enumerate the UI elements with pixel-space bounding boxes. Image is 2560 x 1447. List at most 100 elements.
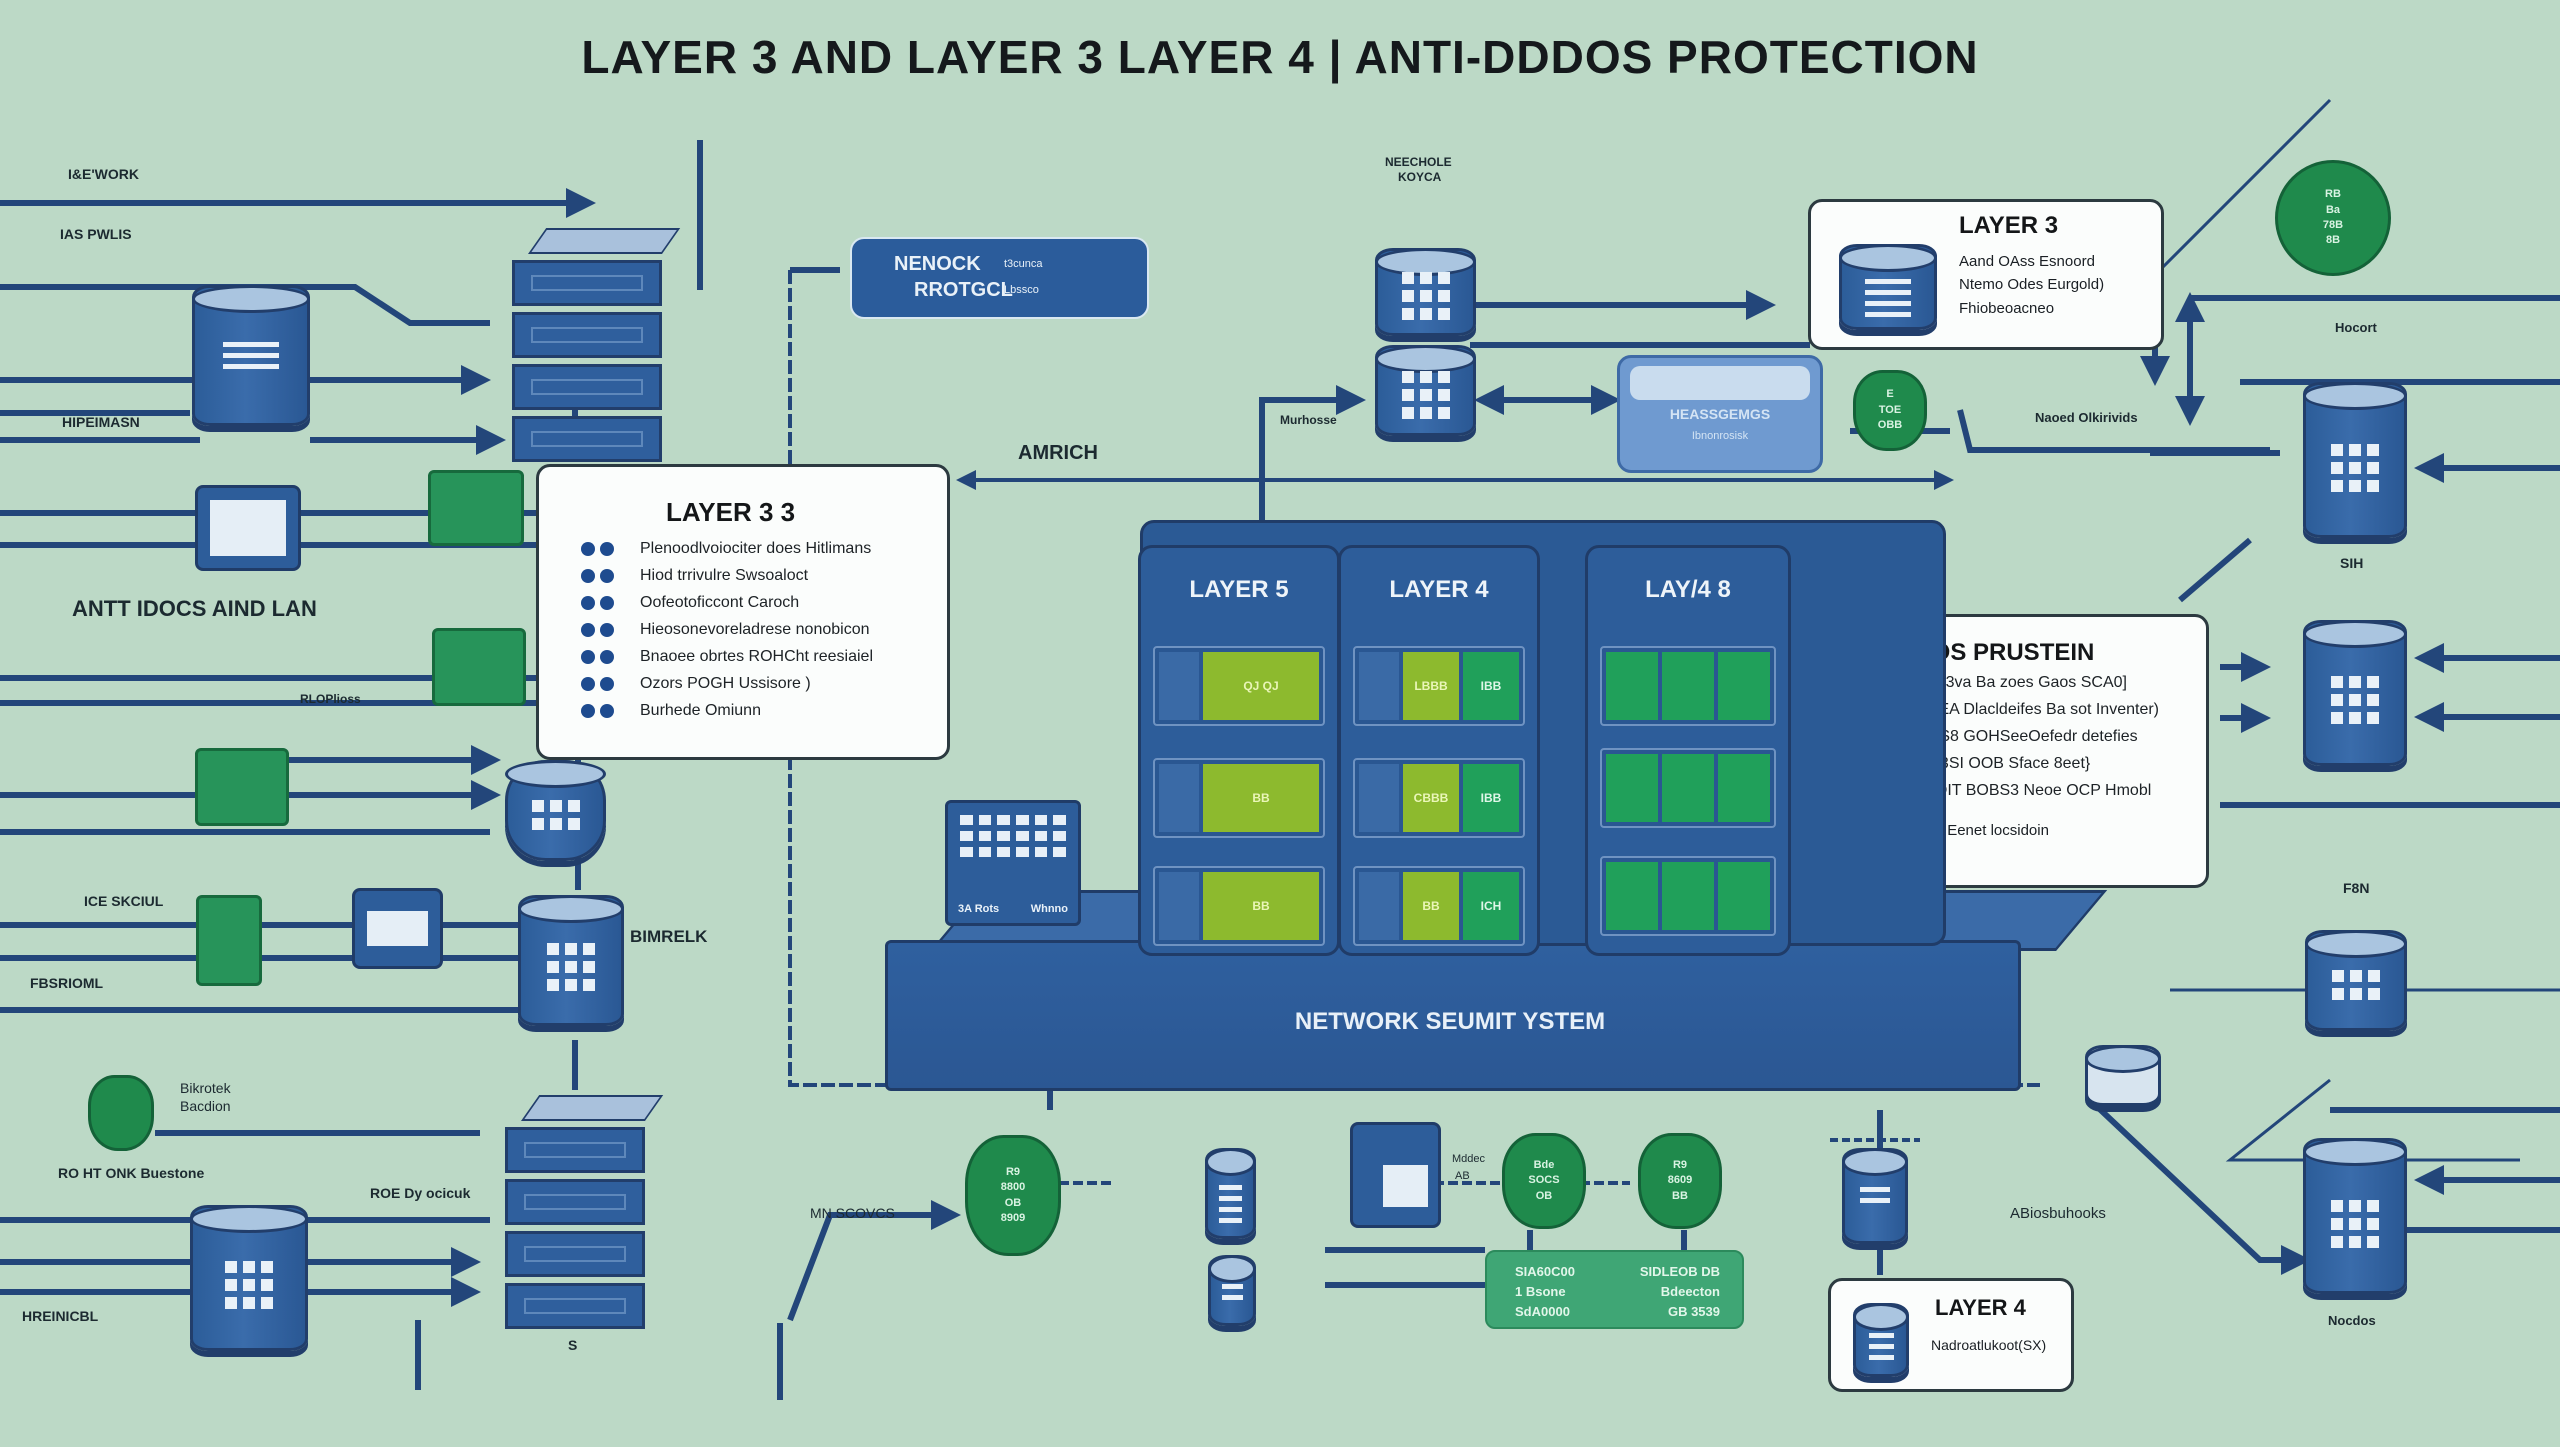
layer4-summary-line: Nadroatlukoot(SX) bbox=[1931, 1337, 2047, 1353]
cloud-storage-icon bbox=[2085, 1045, 2161, 1106]
pill-line1: NENOCK bbox=[894, 253, 981, 275]
rack-row bbox=[1600, 748, 1776, 828]
layer3-card-item: Hiod trrivulre Swsoaloct bbox=[581, 567, 873, 585]
layer3-card-title: LAYER 3 3 bbox=[666, 497, 796, 527]
label-mn-scovcs: MN SCOVCS bbox=[810, 1205, 895, 1221]
sth-label: SIH bbox=[2340, 555, 2364, 571]
stats-value: SIA60C00 bbox=[1515, 1264, 1575, 1279]
fon-label: F8N bbox=[2343, 880, 2370, 896]
load-balancer-line1: HEASSGEMGS bbox=[1669, 406, 1771, 422]
green-router-icon bbox=[195, 748, 289, 826]
layer4-summary-card: LAYER 4 Nadroatlukoot(SX) bbox=[1828, 1278, 2074, 1392]
network-protocol-pill: NENOCK t3cunca RROTGCL Lbssco bbox=[850, 237, 1149, 319]
rack-title: LAY/4 8 bbox=[1645, 576, 1731, 603]
node-cylinder-icon bbox=[1842, 1148, 1908, 1244]
server-cylinder-icon bbox=[2303, 620, 2407, 766]
rack-row: BB bbox=[1153, 866, 1325, 946]
layer3-card-item: Burhede Omiunn bbox=[581, 702, 873, 720]
layer3-summary-line: Aand OAss Esnoord bbox=[1959, 253, 2095, 270]
abiosbuhooks-label: ABiosbuhooks bbox=[2010, 1205, 2106, 1222]
label-network: I&E'WORK bbox=[68, 166, 139, 182]
layer3-card-item: Ozors POGH Ussisore ) bbox=[581, 675, 873, 693]
stats-value: SdA0000 bbox=[1515, 1304, 1570, 1320]
naoed-label: Naoed Olkirivids bbox=[2035, 410, 2138, 425]
layer3-card-item: Oofeotoficcont Caroch bbox=[581, 594, 873, 612]
storage-icon bbox=[1205, 1148, 1256, 1239]
bullet-icon bbox=[581, 542, 614, 556]
bullet-icon bbox=[581, 650, 614, 664]
layer3-summary-card: LAYER 3 Aand OAss Esnoord Ntemo Odes Eur… bbox=[1808, 199, 2164, 350]
rack-row bbox=[1600, 646, 1776, 726]
layer3-summary-title: LAYER 3 bbox=[1959, 212, 2059, 239]
database-node-icon bbox=[518, 895, 624, 1026]
firewall-node-icon bbox=[505, 760, 606, 861]
top-center-label-line1: NEECHOLE bbox=[1385, 155, 1452, 169]
label-s-mark: S bbox=[568, 1337, 578, 1353]
label-hipeimasn: HIPEIMASN bbox=[62, 414, 140, 430]
label-roe-dy: ROE Dy ocicuk bbox=[370, 1185, 471, 1201]
label-hreinicbl: HREINICBL bbox=[22, 1308, 99, 1324]
database-bottom-icon bbox=[190, 1205, 308, 1351]
ab-label: AB bbox=[1455, 1170, 1470, 1182]
label-anti-ddos-lan: ANTT IDOCS AIND LAN bbox=[72, 596, 317, 621]
layer3-summary-line: Ntemo Odes Eurgold) bbox=[1959, 276, 2105, 294]
label-ice-skciul: ICE SKCIUL bbox=[84, 893, 164, 909]
page-title: LAYER 3 AND LAYER 3 LAYER 4 | ANTI-DDDOS… bbox=[581, 31, 1979, 83]
load-balancer-box: HEASSGEMGS Ibnonrosisk bbox=[1617, 355, 1823, 473]
top-center-label-line2: KOYCA bbox=[1398, 170, 1442, 184]
small-rack-caption: Whnno bbox=[1030, 903, 1068, 915]
stats-value: 1 Bsone bbox=[1515, 1284, 1566, 1300]
monitor-icon bbox=[195, 485, 301, 571]
database-icon bbox=[192, 285, 310, 426]
layer3-summary-line: Fhiobeoacneo bbox=[1959, 299, 2055, 317]
green-switch-icon bbox=[432, 628, 526, 706]
rack-row bbox=[1600, 856, 1776, 936]
pill-line2: RROTGCL bbox=[914, 279, 1013, 301]
green-pack-icon bbox=[88, 1075, 154, 1151]
rack-title: LAYER 5 bbox=[1189, 576, 1289, 603]
rack-row: QJ QJ bbox=[1153, 646, 1325, 726]
server-cylinder-icon bbox=[2303, 382, 2407, 538]
label-ro-ht-onk: RO HT ONK Buestone bbox=[58, 1165, 205, 1181]
small-rack-unit: 3A Rots Whnno bbox=[945, 800, 1081, 926]
layer3-card-item: Hieosonevoreladrese nonobicon bbox=[581, 621, 873, 639]
layer3-detail-card: LAYER 3 3 Plenoodlvoiociter does Hitlima… bbox=[536, 464, 950, 760]
hocort-label: Hocort bbox=[2335, 320, 2377, 335]
platform-label: NETWORK SEUMIT YSTEM bbox=[1294, 1008, 1606, 1035]
bullet-icon bbox=[581, 569, 614, 583]
layer4-summary-title: LAYER 4 bbox=[1935, 1295, 2026, 1320]
traffic-stats-panel: SIA60C00 1 Bsone SdA0000 SIDLEOB DB Bdee… bbox=[1485, 1250, 1744, 1329]
stats-value: GB 3539 bbox=[1667, 1304, 1720, 1320]
terminal-icon bbox=[352, 888, 443, 969]
small-rack-caption: 3A Rots bbox=[958, 903, 1000, 915]
label-rloplias: RLOPlioss bbox=[300, 692, 361, 706]
label-bikrotek: Bikrotek bbox=[180, 1080, 231, 1096]
rack-row: BB bbox=[1153, 758, 1325, 838]
pill-line1-small: t3cunca bbox=[1004, 258, 1043, 270]
mddec-label: Mddec bbox=[1452, 1153, 1486, 1165]
nocdos-label: Nocdos bbox=[2328, 1313, 2376, 1328]
layer3-card-item: Plenoodlvoiociter does Hitlimans bbox=[581, 540, 873, 558]
label-bimrelk: BIMRELK bbox=[630, 927, 708, 946]
server-rack-icon bbox=[512, 228, 681, 462]
label-paths: IAS PWLIS bbox=[60, 226, 132, 242]
amrich-label: AMRICH bbox=[1018, 442, 1098, 464]
layer3-card-item: Bnaoee obrtes ROHCht reesiaiel bbox=[581, 648, 873, 666]
bullet-icon bbox=[581, 704, 614, 718]
rack-layer-5: LAYER 5 QJ QJ BB BB bbox=[1138, 545, 1340, 956]
rack-layer-8: LAY/4 8 bbox=[1585, 545, 1791, 956]
bullet-icon bbox=[581, 677, 614, 691]
pill-line2-small: Lbssco bbox=[1004, 284, 1039, 296]
label-fbsrioml: FBSRIOML bbox=[30, 975, 104, 991]
green-module-icon bbox=[196, 895, 262, 986]
storage-small-icon bbox=[1208, 1255, 1256, 1326]
stats-value: Bdeecton bbox=[1660, 1284, 1720, 1300]
server-box-icon bbox=[1350, 1122, 1441, 1228]
